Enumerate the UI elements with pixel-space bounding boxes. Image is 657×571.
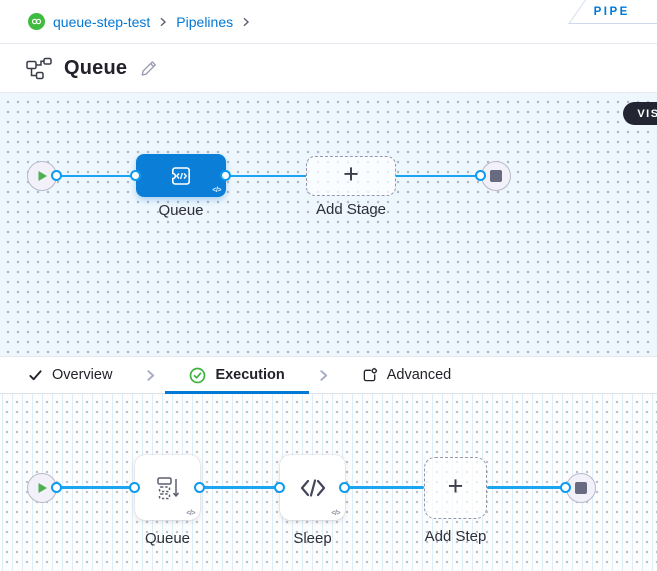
tab-execution[interactable]: Execution: [165, 357, 310, 394]
pipeline-icon: [26, 57, 52, 80]
connector-port[interactable]: [339, 482, 350, 493]
plus-icon: +: [447, 471, 464, 501]
tab-advanced[interactable]: Advanced: [338, 357, 476, 393]
breadcrumb-project-link[interactable]: queue-step-test: [53, 13, 151, 30]
code-badge: </>: [186, 510, 195, 517]
project-logo-icon: [28, 13, 45, 30]
stage-label: Queue: [158, 202, 204, 219]
success-check-icon: [190, 367, 206, 383]
connector-edge: [57, 175, 136, 177]
connector-port[interactable]: [129, 482, 140, 493]
play-icon: [38, 483, 47, 493]
step-label: Queue: [144, 530, 191, 547]
connector-port[interactable]: [220, 170, 231, 181]
connector-edge: [487, 486, 566, 489]
breadcrumb: queue-step-test Pipelines PIPE: [0, 0, 657, 44]
visual-yaml-toggle[interactable]: VISU: [623, 102, 657, 125]
stage-config-tabs: Overview Execution Advanced: [0, 356, 657, 394]
stage-node-queue[interactable]: </>: [136, 154, 226, 197]
edit-pipeline-name-icon[interactable]: [139, 59, 158, 78]
advanced-icon: [363, 367, 377, 382]
play-icon: [38, 171, 47, 181]
add-stage-label: Add Stage: [315, 201, 387, 218]
code-badge: </>: [331, 510, 340, 517]
breadcrumb-pipelines-link[interactable]: Pipelines: [176, 13, 234, 30]
add-step-label: Add Step: [424, 528, 487, 545]
chevron-right-icon: [241, 17, 251, 27]
page-title: Queue: [64, 56, 128, 79]
stop-icon: [490, 170, 502, 182]
tab-label: Execution: [215, 367, 285, 383]
connector-port[interactable]: [51, 482, 62, 493]
connector-port[interactable]: [130, 170, 141, 181]
stage-graph-canvas[interactable]: </> Queue + Add Stage: [0, 93, 657, 356]
tab-label: Advanced: [386, 367, 452, 383]
chevron-right-icon: [144, 369, 157, 382]
pipeline-end-node[interactable]: [481, 161, 511, 191]
connector-port[interactable]: [194, 482, 205, 493]
execution-graph-canvas[interactable]: </> Queue </> Sleep + Add Step: [0, 394, 657, 571]
chevron-right-icon: [158, 17, 168, 27]
code-badge: </>: [212, 187, 221, 194]
step-node-queue[interactable]: </>: [135, 455, 200, 520]
tab-overview[interactable]: Overview: [28, 357, 136, 393]
connector-edge: [345, 486, 424, 489]
custom-stage-icon: [172, 166, 190, 185]
execution-end-node[interactable]: [566, 473, 596, 503]
add-step-button[interactable]: +: [424, 457, 487, 519]
check-icon: [29, 369, 42, 380]
step-node-sleep[interactable]: </>: [280, 455, 345, 520]
connector-edge: [57, 486, 135, 489]
pipeline-studio-badge-label: PIPE: [593, 5, 631, 18]
connector-port[interactable]: [274, 482, 285, 493]
chevron-right-icon: [317, 369, 330, 382]
connector-port[interactable]: [51, 170, 62, 181]
plus-icon: +: [343, 159, 359, 189]
add-stage-button[interactable]: +: [306, 156, 396, 196]
queue-step-icon: [156, 476, 179, 499]
step-label: Sleep: [293, 530, 332, 547]
visual-toggle-label: VISU: [637, 107, 657, 120]
connector-port[interactable]: [560, 482, 571, 493]
stop-icon: [575, 482, 587, 494]
connector-edge: [396, 175, 481, 177]
connector-port[interactable]: [475, 170, 486, 181]
connector-edge: [200, 486, 280, 489]
tab-label: Overview: [52, 367, 113, 383]
title-bar: Queue VISU: [0, 44, 657, 125]
connector-edge: [226, 175, 306, 177]
code-step-icon: [300, 478, 325, 497]
pipeline-studio-badge: PIPE: [568, 0, 657, 24]
